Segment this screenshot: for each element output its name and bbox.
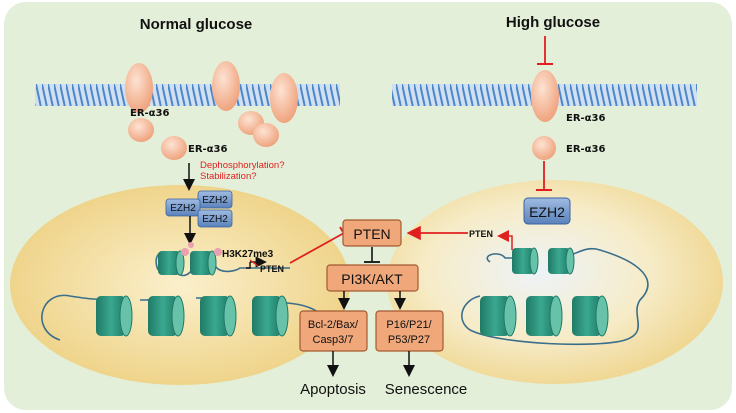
right-receptor-membrane xyxy=(531,70,559,122)
ezh2-label: EZH2 xyxy=(202,214,228,225)
receptor xyxy=(270,73,298,123)
right-ezh2-box xyxy=(523,197,571,225)
ezh2-box xyxy=(165,198,201,217)
apoptosis-markers-line1: Bcl-2/Bax/ xyxy=(308,319,359,331)
nucleosome-large xyxy=(480,295,517,337)
tss-block-mark xyxy=(249,259,259,267)
nucleosome-large xyxy=(526,295,563,337)
apoptosis-markers-line2: Casp3/7 xyxy=(313,334,354,346)
ezh2-complex: EZH2 EZH2 EZH2 xyxy=(165,190,233,228)
outcome-senescence: Senescence xyxy=(385,381,468,398)
left-pten-gene-label: PTEN xyxy=(260,264,284,274)
nucleosome-small xyxy=(190,250,217,276)
methyl-mark xyxy=(214,248,222,256)
nucleosome-large xyxy=(200,295,237,337)
right-receptor-label-1: ER-α36 xyxy=(566,113,606,124)
ezh2-box xyxy=(197,209,233,228)
left-er-alpha36-receptors xyxy=(125,61,298,160)
nucleosome-large xyxy=(572,295,609,337)
right-receptor-free xyxy=(532,136,556,160)
tss-mark xyxy=(246,262,251,269)
left-receptor-label-1: ER-α36 xyxy=(130,108,170,119)
right-tss-arrow xyxy=(497,230,513,250)
methyl-mark xyxy=(181,248,189,256)
senescence-markers-line2: P53/P27 xyxy=(388,334,430,346)
left-membrane xyxy=(35,84,340,106)
right-receptor-label-2: ER-α36 xyxy=(566,144,606,155)
nucleosome-small xyxy=(548,247,575,275)
nucleosome-large xyxy=(252,295,289,337)
pi3k-akt-label: PI3K/AKT xyxy=(341,271,403,287)
heading-high-glucose: High glucose xyxy=(506,14,600,31)
receptor xyxy=(212,61,240,111)
nucleosome-small xyxy=(512,247,539,275)
left-chromatin xyxy=(41,242,324,341)
right-pten-gene-label: PTEN xyxy=(469,229,493,239)
receptor xyxy=(125,63,153,113)
senescence-markers-line1: P16/P21/ xyxy=(386,319,432,331)
h3k27me3-label: H3K27me3 xyxy=(222,249,274,260)
inhibit-line-left xyxy=(289,232,345,264)
ezh2-label: EZH2 xyxy=(170,203,196,214)
right-ezh2-label: EZH2 xyxy=(529,204,565,220)
receptor xyxy=(253,123,279,147)
left-receptor-label-2: ER-α36 xyxy=(188,144,228,155)
ezh2-label: EZH2 xyxy=(202,195,228,206)
receptor xyxy=(128,118,154,142)
pten-box-label: PTEN xyxy=(353,226,390,242)
pi3k-akt-box xyxy=(326,264,419,292)
receptor xyxy=(161,136,187,160)
pten-box xyxy=(342,219,402,247)
mechanism-stabilization: Stabilization? xyxy=(200,171,257,182)
mechanism-dephosphorylation: Dephosphorylation? xyxy=(200,160,285,171)
nucleosome-large xyxy=(96,295,133,337)
nucleosome-large xyxy=(148,295,185,337)
heading-normal-glucose: Normal glucose xyxy=(140,16,253,33)
methyl-mark xyxy=(188,242,194,248)
outcome-apoptosis: Apoptosis xyxy=(300,381,366,398)
nucleosome-small xyxy=(158,250,185,276)
right-nucleus xyxy=(387,180,723,384)
right-chromatin xyxy=(461,247,649,346)
